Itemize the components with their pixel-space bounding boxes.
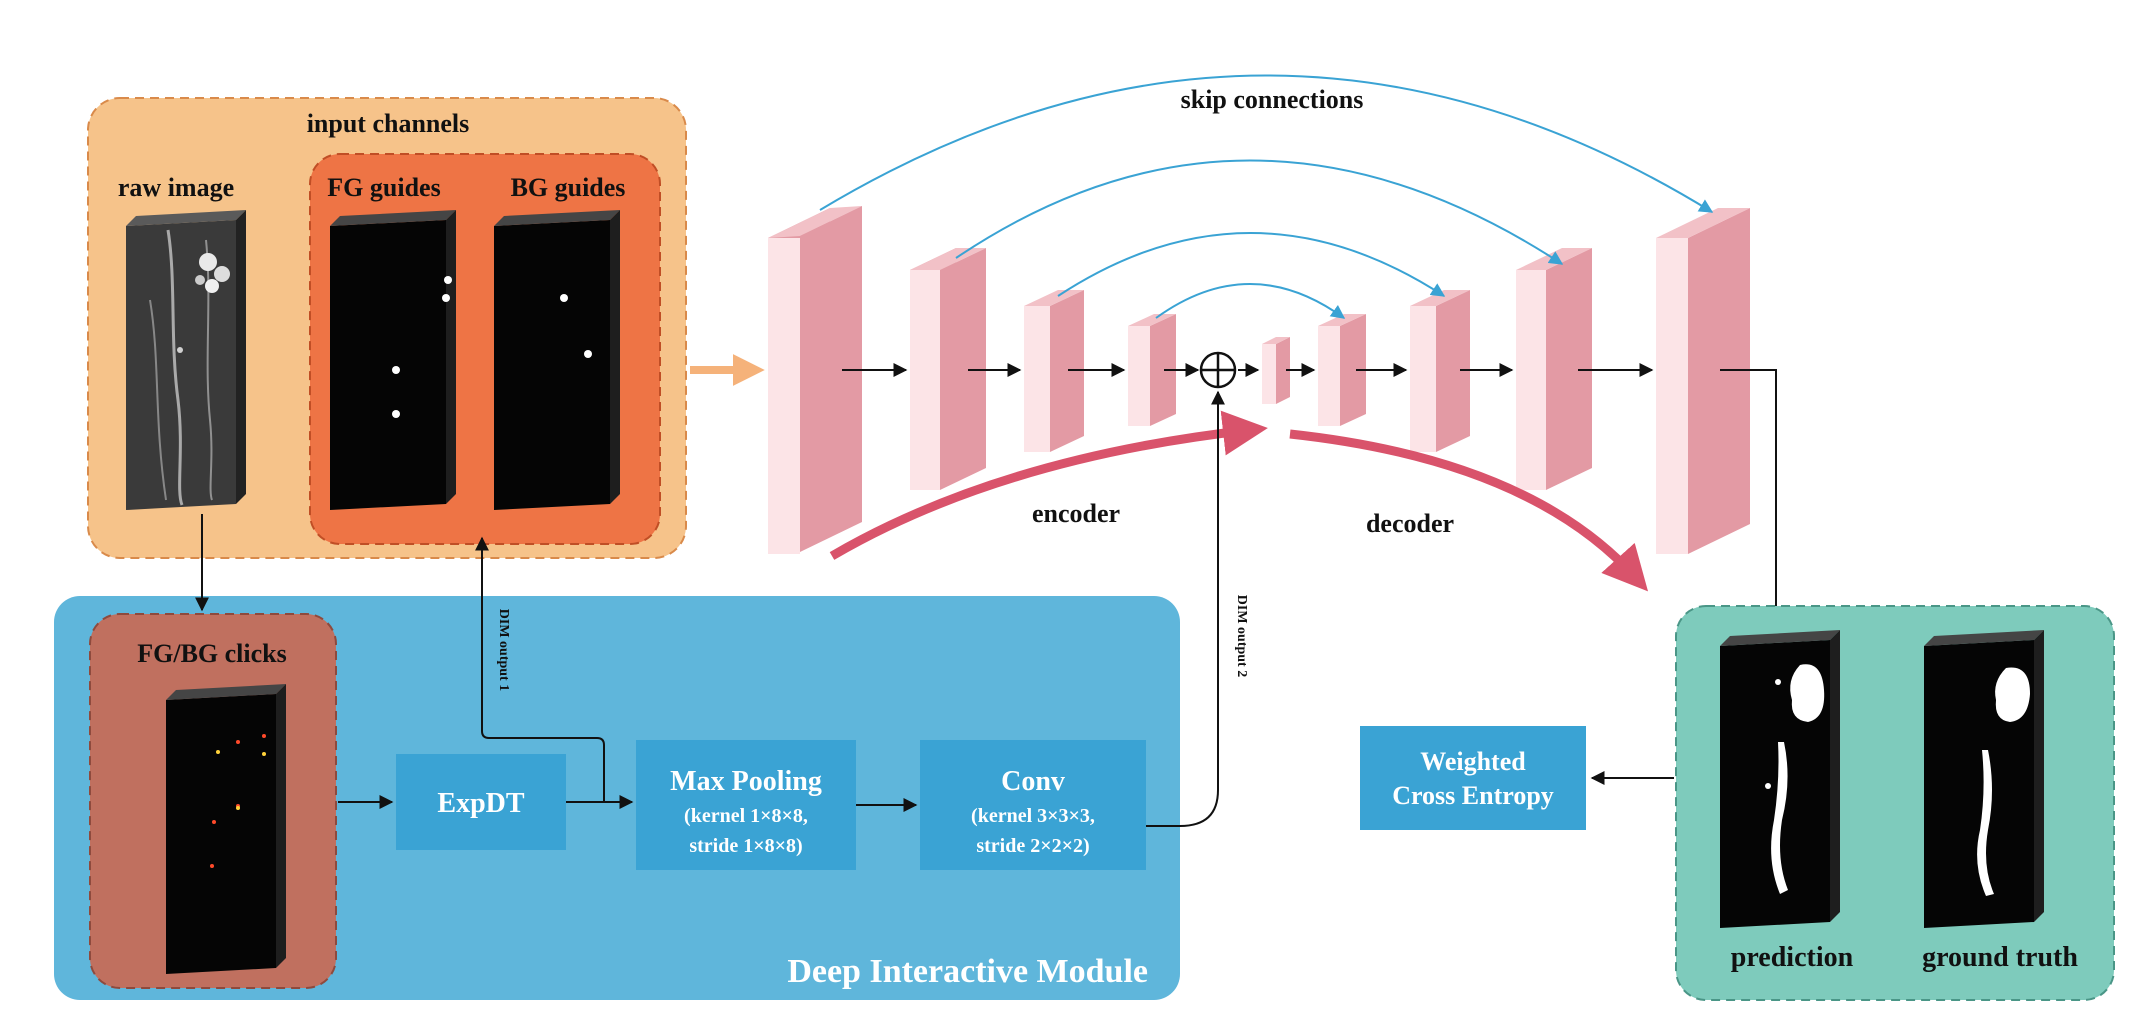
maxpool-title: Max Pooling [670, 766, 822, 797]
deep-interactive-module: Deep Interactive Module FG/BG clicks Exp… [54, 390, 1249, 1000]
maxpool-stride: stride 1×8×8) [689, 835, 802, 857]
expdt-label: ExpDT [437, 788, 524, 819]
clicks-volume [166, 684, 286, 974]
decoder-block-1 [1656, 208, 1750, 554]
fg-bg-clicks-label: FG/BG clicks [137, 639, 287, 668]
maxpool-kernel: (kernel 1×8×8, [684, 805, 808, 827]
skip-connections-label: skip connections [1181, 85, 1364, 114]
encoder-label: encoder [1032, 499, 1120, 528]
encoder-block-4 [1128, 314, 1176, 426]
decoder-label: decoder [1366, 509, 1454, 538]
dim-title: Deep Interactive Module [787, 953, 1148, 990]
conv-stride: stride 2×2×2) [976, 835, 1089, 857]
prediction-label: prediction [1731, 942, 1854, 973]
bottleneck-block [1262, 337, 1290, 404]
loss-box [1360, 726, 1586, 830]
raw-image-label: raw image [118, 173, 234, 202]
conv-title: Conv [1001, 766, 1065, 797]
ground-truth-volume [1924, 630, 2044, 928]
input-channels-panel: input channels raw image FG guides BG gu… [87, 97, 687, 559]
fg-guides-volume [330, 210, 456, 510]
guides-panel: FG guides BG guides [309, 153, 661, 545]
loss-line-2: Cross Entropy [1392, 781, 1554, 810]
raw-image-volume [126, 210, 246, 510]
decoder-block-3 [1410, 290, 1470, 452]
ground-truth-label: ground truth [1922, 942, 2078, 973]
fg-guides-label: FG guides [327, 173, 440, 202]
decoder-arrow [1289, 429, 1649, 592]
clicks-panel: FG/BG clicks [89, 613, 337, 989]
maxpool-box [636, 740, 856, 870]
bg-guides-volume [494, 210, 620, 510]
concat-plus-icon [1199, 351, 1237, 389]
decoder-block-4 [1318, 314, 1366, 426]
skip-connections [819, 74, 1714, 319]
loss-line-1: Weighted [1420, 747, 1526, 776]
bg-guides-label: BG guides [511, 173, 626, 202]
prediction-volume [1720, 630, 1840, 928]
input-channels-title: input channels [307, 109, 470, 138]
conv-box [920, 740, 1146, 870]
unet-to-prediction-arrow [1720, 369, 1783, 642]
encoder-block-3 [1024, 290, 1084, 452]
unet: skip connections encoder decoder [768, 74, 1750, 592]
output-panel: prediction ground truth [1675, 605, 2115, 1001]
encoder-arrow [829, 410, 1268, 560]
decoder-block-2 [1516, 248, 1592, 490]
conv-kernel: (kernel 3×3×3, [971, 805, 1095, 827]
encoder-block-2 [910, 248, 986, 490]
expdt-box [396, 754, 566, 850]
dim-output-2-label: DIM output 2 [1234, 595, 1249, 677]
dim-arrows [338, 390, 1225, 827]
encoder-block-1 [768, 206, 862, 554]
dim-output-1-label: DIM output 1 [496, 609, 511, 691]
